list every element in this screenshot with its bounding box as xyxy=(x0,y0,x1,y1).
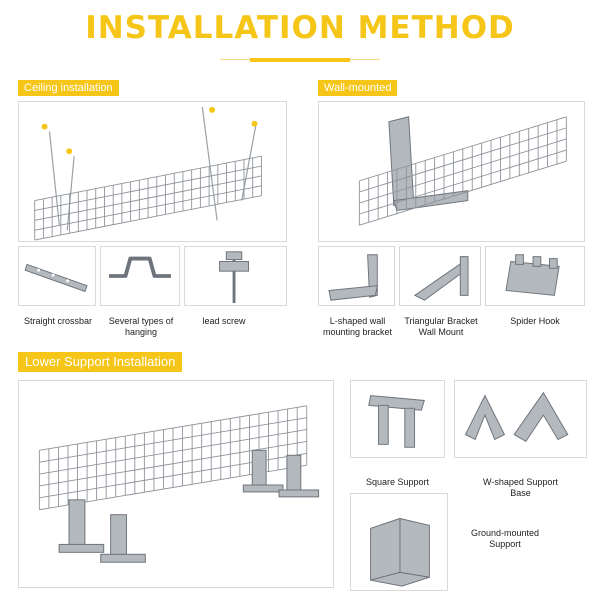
square-support-image xyxy=(350,380,445,458)
caption-l-bracket-line1: L-shaped wall xyxy=(329,316,386,326)
lower-tray-illustration xyxy=(38,405,320,563)
caption-ground-support-line2: Support xyxy=(489,539,521,549)
triangular-bracket-image xyxy=(399,246,481,306)
lower-support-image xyxy=(18,380,334,588)
caption-triangular-line1: Triangular Bracket xyxy=(404,316,478,326)
section-label-lower: Lower Support Installation xyxy=(18,352,183,372)
section-label-wall: Wall-mounted xyxy=(318,80,398,96)
caption-square-support: Square Support xyxy=(365,477,430,487)
lead-screw-image xyxy=(184,246,287,306)
wall-tray-illustration xyxy=(358,116,567,226)
hanging-bracket-image xyxy=(100,246,180,306)
page-title: INSTALLATION METHOD xyxy=(85,10,515,46)
section-label-ceiling: Ceiling installation xyxy=(18,80,119,96)
caption-w-support-line2: Base xyxy=(510,488,531,498)
caption-w-support-line1: W-shaped Support xyxy=(483,477,558,487)
caption-l-bracket-line2: mounting bracket xyxy=(322,327,393,337)
w-support-image xyxy=(454,380,587,458)
caption-ground-support-line1: Ground-mounted xyxy=(470,528,540,538)
spider-hook-image xyxy=(485,246,585,306)
caption-lead-screw: lead screw xyxy=(202,316,246,326)
caption-straight-crossbar: Straight crossbar xyxy=(23,316,93,326)
straight-crossbar-image xyxy=(18,246,96,306)
wall-mounted-image xyxy=(318,101,585,242)
caption-hanging-line2: hanging xyxy=(124,327,158,337)
ceiling-tray-illustration xyxy=(34,106,262,241)
title-underline-accent xyxy=(250,58,350,62)
caption-triangular-line2: Wall Mount xyxy=(418,327,464,337)
ceiling-installation-image xyxy=(18,101,287,242)
caption-hanging-line1: Several types of xyxy=(108,316,174,326)
l-bracket-image xyxy=(318,246,395,306)
ground-support-image xyxy=(350,493,448,591)
caption-spider-hook: Spider Hook xyxy=(510,316,560,326)
